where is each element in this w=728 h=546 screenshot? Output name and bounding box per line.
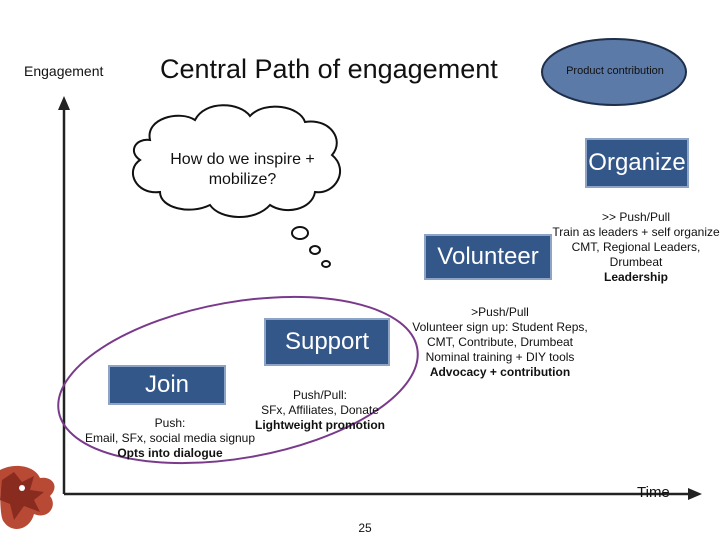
organize-note-line: CMT, Regional Leaders, [571, 240, 701, 254]
thought-cloud [131, 104, 342, 268]
stage-join-box: Join [108, 365, 226, 405]
join-note-line: Push: [154, 416, 186, 430]
support-note-bold: Lightweight promotion [255, 418, 385, 432]
volunteer-note-line: Volunteer sign up: Student Reps, [412, 320, 588, 334]
y-axis-label: Engagement [24, 63, 104, 79]
join-note-bold: Opts into dialogue [117, 446, 223, 460]
organize-note-bold: Leadership [603, 270, 669, 284]
stage-support-note: Push/Pull: SFx, Affiliates, Donate Light… [245, 388, 395, 433]
y-axis-arrowhead [58, 96, 70, 110]
volunteer-note-line: Nominal training + DIY tools [425, 350, 575, 364]
dinosaur-mascot-icon [0, 465, 55, 529]
stage-support-box: Support [264, 318, 390, 366]
support-note-line: Push/Pull: [292, 388, 348, 402]
stage-organize-note: >> Push/Pull Train as leaders + self org… [550, 210, 722, 285]
volunteer-note-line: CMT, Contribute, Drumbeat [426, 335, 574, 349]
thought-bubble-text: How do we inspire + mobilize? [150, 150, 335, 190]
page-title: Central Path of engagement [160, 54, 498, 84]
stage-join-note: Push: Email, SFx, social media signup Op… [80, 416, 260, 461]
volunteer-note-line: >Push/Pull [471, 305, 529, 319]
x-axis-label: Time [637, 484, 670, 501]
organize-note-line: Train as leaders + self organize [552, 225, 720, 239]
page-number: 25 [358, 521, 372, 535]
join-note-line: Email, SFx, social media signup [84, 431, 256, 445]
thought-line-1: How do we inspire + [170, 151, 315, 168]
low-engagement-ellipse [57, 295, 419, 465]
product-contribution-label: Product contribution [566, 65, 664, 77]
x-axis-arrowhead [688, 488, 702, 500]
organize-note-line: >> Push/Pull [601, 210, 671, 224]
organize-note-line: Drumbeat [609, 255, 663, 269]
product-contribution-badge [541, 38, 687, 106]
support-note-line: SFx, Affiliates, Donate [261, 403, 379, 417]
stage-organize-box: Organize [585, 138, 689, 188]
volunteer-note-bold: Advocacy + contribution [429, 365, 571, 379]
stage-volunteer-box: Volunteer [424, 234, 552, 280]
stage-volunteer-note: >Push/Pull Volunteer sign up: Student Re… [410, 305, 590, 380]
thought-line-2: mobilize? [208, 171, 277, 188]
